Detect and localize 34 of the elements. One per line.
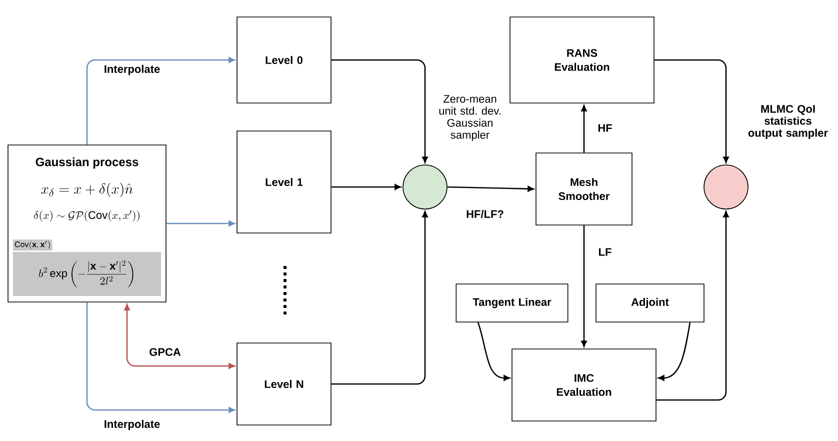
arrow bbox=[581, 225, 587, 347]
sampler-circle bbox=[704, 164, 748, 210]
sampler-circle bbox=[402, 164, 448, 210]
arrow bbox=[124, 304, 235, 369]
edge-label: GPCA bbox=[148, 346, 182, 358]
arrow bbox=[654, 59, 729, 163]
process-box: Level N bbox=[236, 342, 332, 426]
process-box: Mesh Smoother bbox=[536, 152, 632, 226]
arrow bbox=[477, 322, 510, 381]
edge-label: HF bbox=[596, 122, 614, 134]
formula-box: $\mathrm{Cov}(\mathbf{x},\mathbf{x}')$ $b^2\exp\left(-\frac{|\mathbf{x}-\mathbf{x}'|^2}{2l^2}\right)$ bbox=[13, 239, 161, 296]
process-box: RANS Evaluation bbox=[510, 16, 654, 104]
edge-label: HF/LF? bbox=[464, 208, 506, 220]
arrow bbox=[658, 322, 691, 381]
edge-label: Interpolate bbox=[102, 418, 162, 432]
arrow bbox=[86, 57, 235, 145]
arrow bbox=[581, 105, 587, 153]
sampler-label: Zero-mean unit std. dev. Gaussian sampler bbox=[439, 95, 500, 141]
edge-label: Interpolate bbox=[102, 63, 162, 77]
sampler-label: MLMC QoI statistics output sampler bbox=[748, 105, 828, 139]
arrow bbox=[86, 302, 235, 413]
edge-label: LF bbox=[596, 246, 614, 258]
process-box: Adjoint bbox=[596, 284, 704, 322]
node-label: $\mathrm{Cov}(\mathbf{x},\mathbf{x}')$ bbox=[14, 240, 50, 250]
process-box: Tangent Linear bbox=[456, 284, 568, 322]
arrow bbox=[447, 186, 534, 192]
arrow bbox=[166, 220, 235, 226]
arrow bbox=[331, 184, 401, 190]
arrow bbox=[656, 211, 729, 401]
process-box: Level 0 bbox=[236, 16, 332, 104]
process-box: IMC Evaluation bbox=[512, 348, 656, 422]
arrow bbox=[331, 59, 428, 163]
process-box: Level 1 bbox=[236, 130, 332, 234]
arrow bbox=[331, 211, 428, 385]
